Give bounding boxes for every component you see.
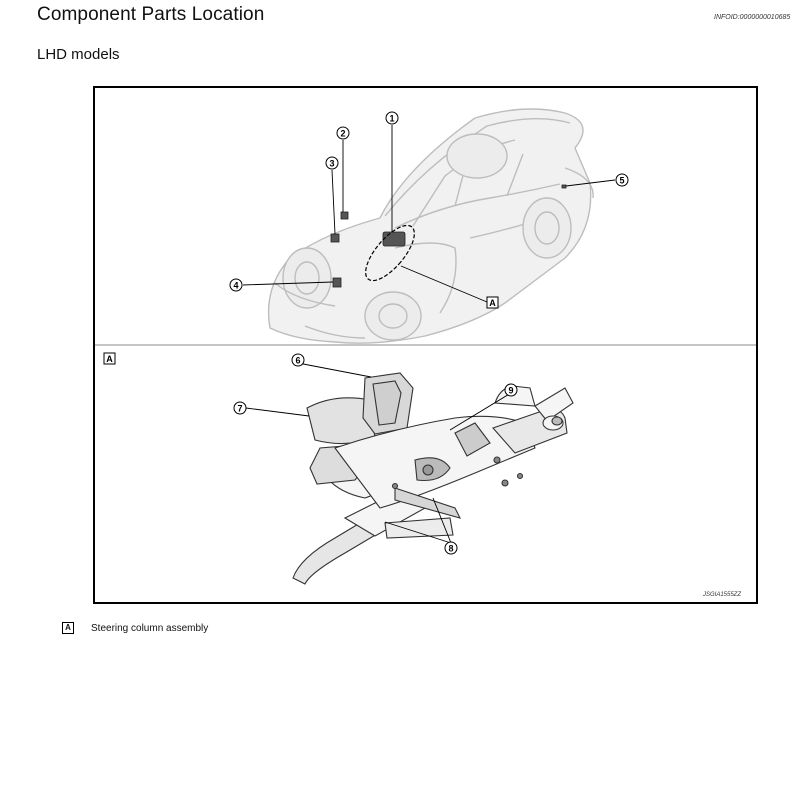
svg-text:2: 2 [340, 129, 345, 139]
svg-text:7: 7 [237, 404, 242, 414]
info-id: INFOID:0000000010685 [714, 14, 791, 21]
callout-1: 1 [385, 111, 399, 125]
svg-text:A: A [106, 354, 113, 364]
svg-text:6: 6 [295, 356, 300, 366]
svg-text:8: 8 [448, 544, 453, 554]
legend-text: Steering column assembly [91, 622, 209, 634]
detail-a-panel-label: A [103, 352, 116, 365]
callout-6: 6 [291, 353, 305, 367]
callout-8: 8 [444, 541, 458, 555]
callout-4: 4 [229, 278, 243, 292]
component-location-figure: 1 2 3 4 5 A A [93, 86, 758, 604]
legend-item: A Steering column assembly [62, 622, 208, 634]
steering-column-illustration [292, 372, 574, 585]
svg-text:4: 4 [233, 281, 238, 291]
detail-a-highlight-ellipse [365, 224, 415, 282]
svg-text:A: A [489, 298, 496, 308]
svg-text:5: 5 [619, 176, 624, 186]
callout-9: 9 [504, 383, 518, 397]
svg-text:1: 1 [389, 114, 394, 124]
section-subheading: LHD models [37, 46, 120, 63]
callout-2: 2 [336, 126, 350, 140]
figure-illustration: 1 2 3 4 5 A A [95, 108, 756, 598]
callout-5: 5 [615, 173, 629, 187]
detail-a-tag: A [486, 296, 499, 309]
svg-text:9: 9 [508, 386, 513, 396]
callout-3: 3 [325, 156, 339, 170]
vehicle-illustration [267, 108, 594, 344]
svg-text:3: 3 [329, 159, 334, 169]
legend-key-box: A [62, 622, 74, 634]
callout-7: 7 [233, 401, 247, 415]
image-code: JSGIA1555ZZ [702, 592, 741, 598]
top-leader-lines [242, 125, 616, 303]
bottom-leader-lines [245, 362, 512, 544]
page-title: Component Parts Location [37, 4, 265, 25]
